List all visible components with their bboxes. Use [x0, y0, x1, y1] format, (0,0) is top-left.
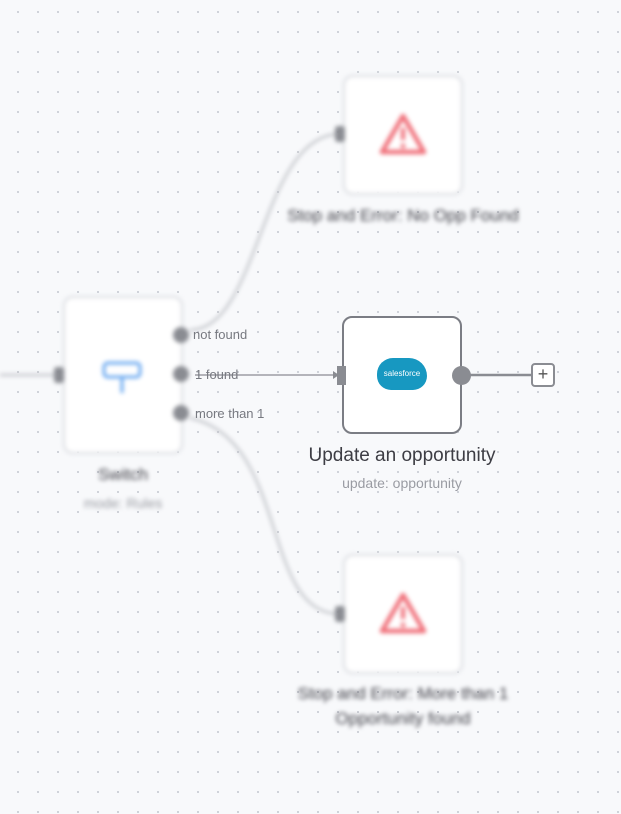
switch-title: Switch: [97, 465, 149, 484]
switch-input-handle[interactable]: [54, 367, 64, 383]
output-handle[interactable]: [452, 366, 471, 385]
switch-subtitle: mode: Rules: [83, 495, 163, 511]
update-opportunity-subtitle: update: opportunity: [342, 475, 462, 491]
output-label-1-found: 1 found: [195, 367, 239, 382]
wire-not-found: [189, 133, 341, 331]
wire-more-than-1: [189, 417, 341, 615]
warning-icon: [379, 592, 427, 634]
output-handle-not-found[interactable]: [173, 327, 189, 343]
input-handle[interactable]: [335, 606, 345, 622]
arrow-icon: [333, 371, 339, 379]
switch-node[interactable]: [63, 296, 183, 454]
input-handle[interactable]: [337, 366, 346, 385]
output-label-more-than-1: more than 1: [195, 406, 265, 421]
signpost-icon: [102, 361, 142, 393]
output-handle-more-than-1[interactable]: [173, 405, 189, 421]
stop-error-more-title: Stop and Error: More than 1 Opportunity …: [297, 684, 509, 728]
stop-error-no-opp-title: Stop and Error: No Opp Found: [287, 206, 519, 225]
stop-error-no-opp-node[interactable]: [343, 75, 463, 195]
output-handle-1-found[interactable]: [173, 366, 189, 382]
add-node-button[interactable]: +: [531, 363, 555, 387]
input-handle[interactable]: [335, 126, 345, 142]
warning-icon: [379, 113, 427, 155]
stop-error-more-node[interactable]: [343, 554, 463, 674]
update-opportunity-node[interactable]: salesforce: [342, 316, 462, 434]
update-opportunity-title: Update an opportunity: [308, 445, 496, 466]
salesforce-logo: salesforce: [377, 358, 427, 390]
output-label-not-found: not found: [193, 327, 248, 342]
